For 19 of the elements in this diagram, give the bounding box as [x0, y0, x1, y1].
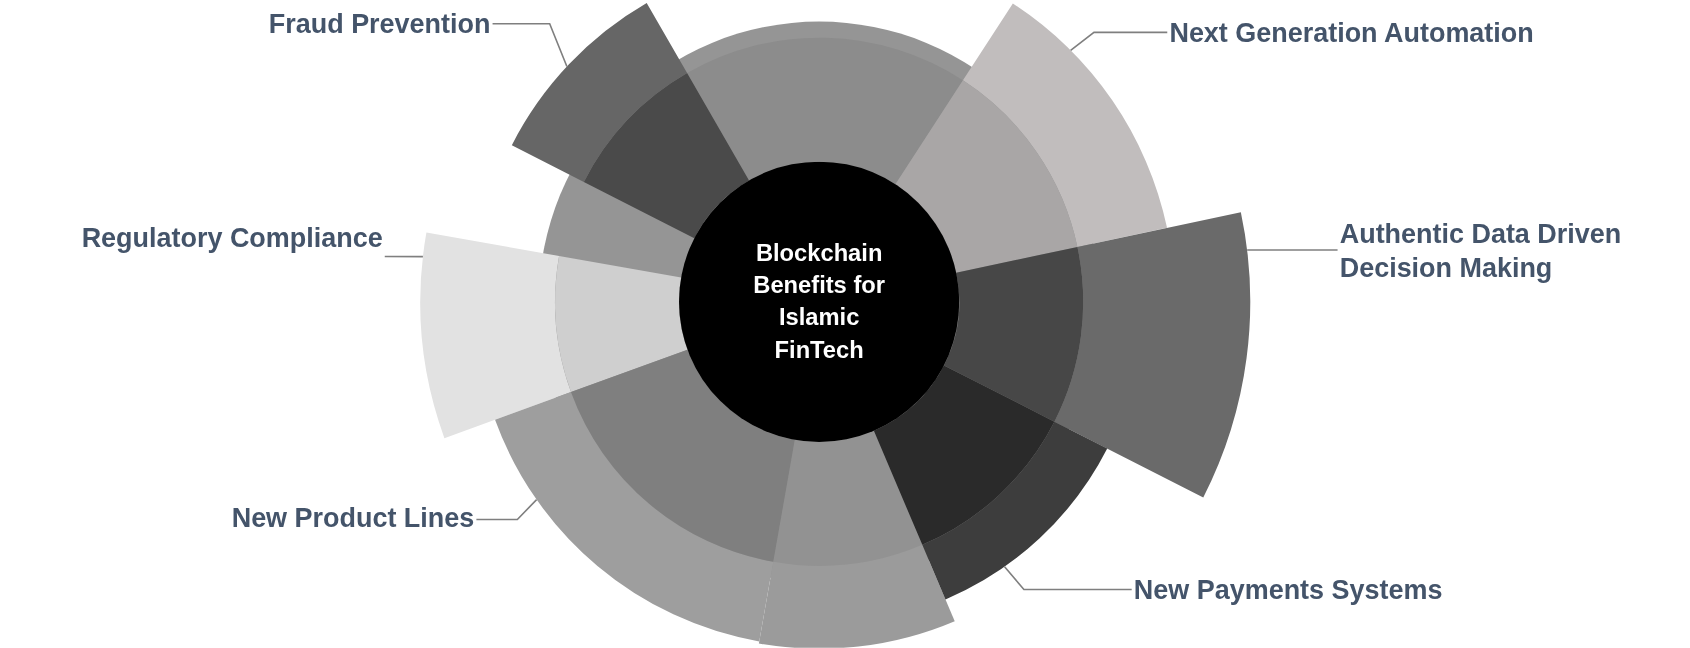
wedge-sector: [873, 365, 1108, 600]
wedge-sector: [895, 3, 1168, 273]
center-title: Blockchain Benefits for Islamic FinTech: [752, 238, 886, 366]
leader-line: [1069, 31, 1169, 52]
leader-line: [475, 498, 538, 521]
leader-line: [1003, 565, 1133, 591]
benefit-label: Regulatory Compliance: [0, 219, 383, 255]
benefit-label: Fraud Prevention: [210, 6, 491, 41]
benefit-label: New Payments Systems: [1133, 572, 1490, 607]
center-circle: [679, 161, 960, 442]
wedge-sector: [944, 212, 1251, 498]
leader-line: [383, 255, 424, 258]
benefit-label: New Product Lines: [161, 500, 475, 535]
leader-line: [491, 22, 568, 68]
wedge-sector: [511, 3, 750, 239]
leader-line: [1246, 249, 1339, 251]
benefit-label: Authentic Data Driven Decision Making: [1339, 215, 1685, 285]
wedge-sector: [420, 232, 688, 439]
benefit-label: Next Generation Automation: [1169, 15, 1623, 50]
